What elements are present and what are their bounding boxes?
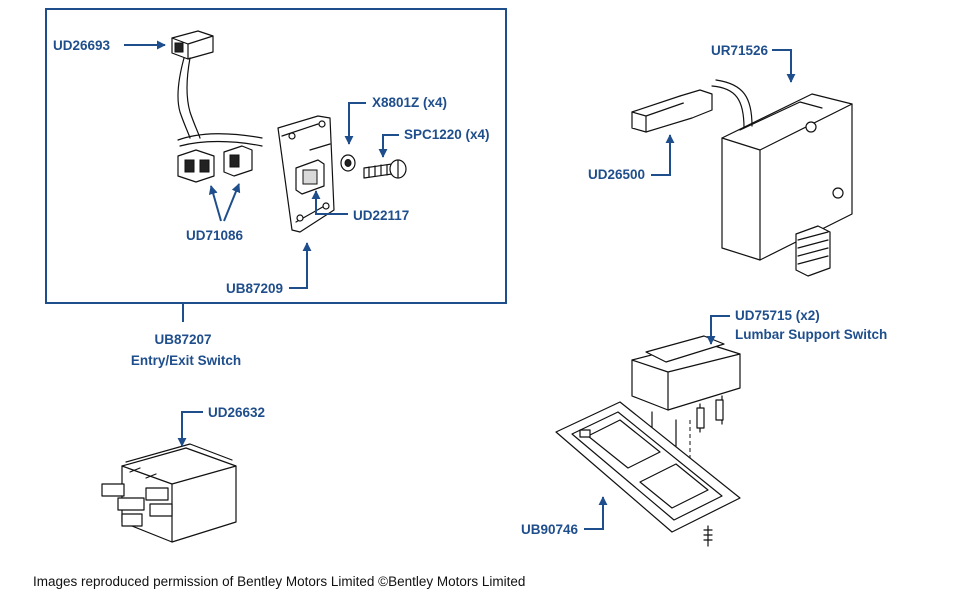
label-lumbar-support-switch: Lumbar Support Switch [735,327,887,342]
arrow-ud26500 [651,134,675,176]
arrow-ud71086-left [208,185,222,222]
washer-drawing [340,154,356,172]
arrow-x8801z [344,102,366,145]
connector-ud26693-drawing [171,30,263,183]
group-description: Entry/Exit Switch [131,353,241,368]
copyright-credit: Images reproduced permission of Bentley … [33,574,526,589]
group-part-number: UB87207 [154,332,211,347]
bezel-ub90746-drawing [555,401,741,547]
label-x8801z: X8801Z (x4) [372,95,447,110]
label-spc1220: SPC1220 (x4) [404,127,490,142]
arrow-ub90746 [584,496,608,530]
arrow-ud71086-right [223,183,241,222]
relay-ud26632-drawing [101,443,237,543]
label-ud75715: UD75715 (x2) [735,308,820,323]
label-ud26693: UD26693 [53,38,111,53]
arrow-ud26632 [177,411,203,447]
screw-drawing [363,159,407,179]
label-ud22117: UD22117 [353,208,409,223]
rocker-switch-ud75715-drawing [631,335,741,470]
actuator-ur71526-drawing [631,79,853,277]
arrow-spc1220 [378,134,399,158]
label-ub90746: UB90746 [521,522,579,537]
label-ub87209: UB87209 [226,281,283,296]
arrow-ud75715 [706,315,730,345]
label-ud26500: UD26500 [588,167,645,182]
label-ud71086: UD71086 [186,228,244,243]
label-ur71526: UR71526 [711,43,769,58]
group-frame [45,8,507,304]
mounting-plate-drawing [277,115,335,233]
arrow-ur71526 [772,49,796,83]
arrow-ub87209 [289,242,312,289]
label-ud26632: UD26632 [208,405,265,420]
arrow-ud22117 [311,190,348,215]
